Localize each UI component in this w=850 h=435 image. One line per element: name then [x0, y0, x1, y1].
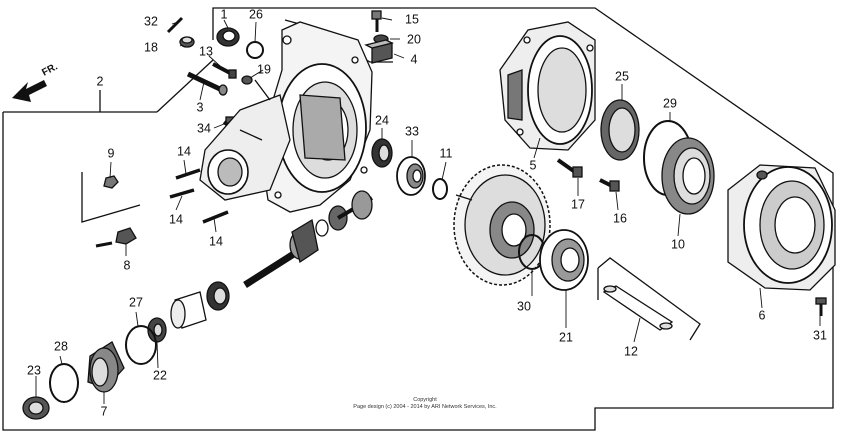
part-11-shim[interactable]: [432, 178, 448, 200]
part-23-seal[interactable]: [22, 396, 50, 420]
callout-15[interactable]: 15: [405, 12, 419, 26]
part-6-cover[interactable]: [727, 164, 836, 291]
callout-14a[interactable]: 14: [177, 144, 191, 158]
callout-19[interactable]: 19: [257, 62, 271, 76]
copyright-notice: Copyright Page design (c) 2004 - 2014 by…: [330, 397, 520, 410]
part-26-o-ring[interactable]: [246, 41, 264, 59]
part-8-bolt[interactable]: [95, 227, 137, 248]
callout-17[interactable]: 17: [571, 197, 585, 211]
callout-34[interactable]: 34: [197, 121, 211, 135]
callout-14c[interactable]: 14: [209, 234, 223, 248]
part-14-stud-a[interactable]: [175, 168, 201, 180]
part-10-bearing-holder[interactable]: [661, 137, 715, 215]
copyright-line-2: Page design (c) 2004 - 2014 by ARI Netwo…: [353, 403, 497, 410]
callout-8[interactable]: 8: [124, 258, 131, 272]
part-12-pin[interactable]: [602, 285, 674, 331]
callout-6[interactable]: 6: [759, 308, 766, 322]
part-18-cap[interactable]: [179, 36, 195, 48]
part-14-stud-c[interactable]: [202, 210, 229, 224]
final-gear-case[interactable]: [199, 21, 373, 213]
callout-11[interactable]: 11: [440, 146, 453, 160]
callout-26[interactable]: 26: [249, 7, 263, 21]
part-1-oil-seal[interactable]: [216, 27, 240, 47]
part-31-bolt[interactable]: [815, 297, 827, 316]
callout-1[interactable]: 1: [221, 7, 228, 21]
front-direction-arrow-icon: FR.: [12, 61, 60, 102]
callout-14b[interactable]: 14: [169, 212, 183, 226]
callout-12[interactable]: 12: [624, 344, 638, 358]
pinion-spacer[interactable]: [170, 291, 207, 329]
callout-32[interactable]: 32: [144, 14, 158, 28]
part-7-joint[interactable]: [87, 341, 125, 393]
callout-23[interactable]: 23: [27, 363, 41, 377]
part-9-nut[interactable]: [103, 175, 119, 189]
part-24-bearing[interactable]: [371, 138, 393, 168]
ring-gear[interactable]: [453, 164, 551, 286]
direction-label: FR.: [40, 61, 60, 78]
callout-5[interactable]: 5: [530, 158, 537, 172]
callout-30[interactable]: 30: [517, 299, 531, 313]
leader-lines: [35, 17, 821, 404]
callout-21[interactable]: 21: [559, 330, 573, 344]
part-5-case-cover[interactable]: [499, 21, 596, 151]
callout-20[interactable]: 20: [407, 32, 421, 46]
part-33-bearing[interactable]: [396, 156, 426, 196]
callout-3[interactable]: 3: [197, 100, 204, 114]
part-4-bracket[interactable]: [364, 39, 394, 64]
callout-25[interactable]: 25: [615, 69, 629, 83]
callout-7[interactable]: 7: [101, 404, 108, 418]
part-17-bolt[interactable]: [556, 158, 583, 178]
part-14-stud-b[interactable]: [169, 188, 195, 199]
frame-lines: [2, 7, 834, 431]
callout-31[interactable]: 31: [813, 328, 827, 342]
callout-9[interactable]: 9: [108, 146, 115, 160]
callout-24[interactable]: 24: [375, 113, 389, 127]
pinion-gear-assembly[interactable]: [243, 190, 374, 288]
part-25-seal[interactable]: [600, 99, 640, 161]
callout-22[interactable]: 22: [153, 368, 167, 382]
callout-28[interactable]: 28: [54, 339, 68, 353]
callout-33[interactable]: 33: [405, 124, 419, 138]
callout-29[interactable]: 29: [663, 96, 677, 110]
callout-labels: 1 2 3 4 5 6 7 8 9 10 11 12 13 14 14 14 1…: [27, 7, 827, 418]
part-32-pin[interactable]: [166, 16, 184, 34]
part-3-shaft[interactable]: [186, 71, 228, 96]
callout-27[interactable]: 27: [129, 295, 143, 309]
callout-4[interactable]: 4: [411, 52, 418, 66]
callout-2[interactable]: 2: [97, 74, 104, 88]
pinion-bearing[interactable]: [206, 281, 230, 311]
part-15-bolt[interactable]: [371, 10, 382, 32]
callout-10[interactable]: 10: [671, 237, 685, 251]
part-27-o-ring[interactable]: [125, 325, 157, 365]
part-13-bolt[interactable]: [212, 62, 237, 79]
callout-16[interactable]: 16: [613, 211, 627, 225]
part-19-washer[interactable]: [241, 75, 253, 85]
callout-18[interactable]: 18: [144, 40, 158, 54]
part-28-o-ring[interactable]: [49, 363, 79, 403]
callout-13[interactable]: 13: [199, 44, 213, 58]
part-21-bearing[interactable]: [539, 229, 589, 291]
part-16-bolt[interactable]: [599, 178, 620, 192]
copyright-line-1: Copyright: [413, 397, 437, 403]
